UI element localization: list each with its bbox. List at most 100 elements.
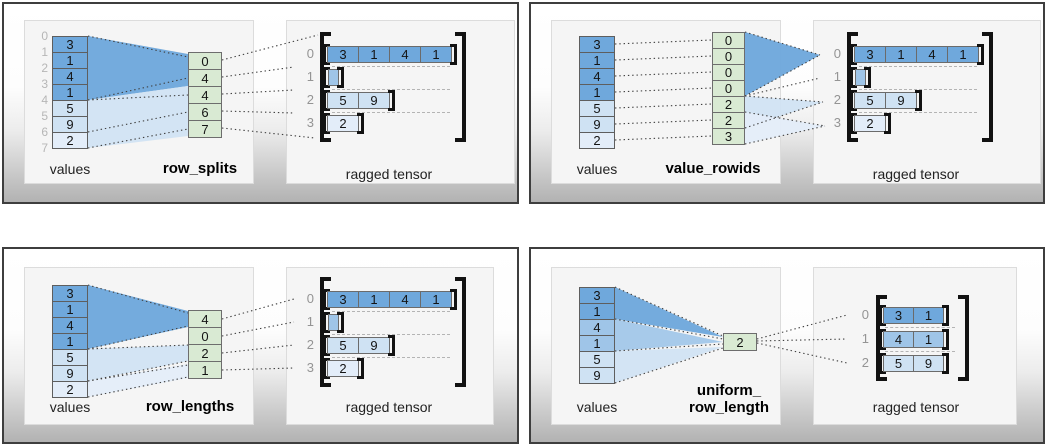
panel-row-lengths: 3 1 4 1 5 9 2 4 0 2 1 values row_lengths… — [2, 247, 519, 444]
tensor-cell: 5 — [327, 337, 359, 354]
bracket-right — [357, 113, 364, 134]
tensor-cell: 9 — [885, 92, 917, 109]
bracket-right — [357, 358, 364, 379]
bracket-right — [388, 335, 395, 356]
outer-bracket-left — [320, 277, 331, 387]
value-cell: 1 — [579, 84, 615, 101]
dotted-connectors — [614, 31, 826, 145]
row-index: 1 — [306, 69, 314, 84]
bracket-right — [388, 90, 395, 111]
fan-dark — [615, 287, 723, 337]
bracket-right — [884, 113, 891, 134]
fan-light — [88, 345, 188, 381]
param-cell: 2 — [712, 112, 745, 129]
value-index: 2 — [41, 61, 48, 75]
bracket-right — [977, 44, 984, 65]
tensor-cell: 2 — [327, 360, 359, 377]
panel-value-rowids: 3 1 4 1 5 9 2 0 0 0 0 2 2 3 values value… — [529, 2, 1045, 204]
tensor-row: 2 — [323, 358, 364, 379]
tensor-cell: 5 — [327, 92, 359, 109]
fan-light — [88, 86, 188, 148]
outer-bracket-left — [876, 295, 887, 381]
values-label: values — [576, 161, 618, 177]
tensor-cell: 5 — [883, 355, 914, 372]
param-cell: 1 — [188, 361, 222, 379]
param-cell: 0 — [712, 32, 745, 49]
value-index: 0 — [41, 29, 48, 43]
bracket-left — [879, 329, 886, 350]
bracket-right — [450, 44, 457, 65]
value-cell: 3 — [579, 36, 615, 53]
tensor-row: 2 — [850, 113, 891, 134]
value-cell: 2 — [579, 132, 615, 149]
param-cell: 0 — [712, 80, 745, 97]
panel-row-splits: 0 1 2 3 4 5 6 7 3 1 4 1 5 9 2 0 4 4 6 7 … — [2, 2, 519, 204]
row-index: 0 — [861, 307, 869, 322]
param-cell: 0 — [712, 64, 745, 81]
tensor-cell: 1 — [420, 291, 452, 308]
tensor-cell: 2 — [327, 115, 359, 132]
tensor-row: 3 1 — [879, 305, 949, 326]
bracket-left — [879, 305, 886, 326]
result-label: ragged tensor — [345, 166, 433, 182]
value-index: 5 — [41, 109, 48, 123]
tensor-cell: 9 — [358, 92, 390, 109]
row-separator — [332, 89, 450, 90]
bracket-left — [850, 113, 857, 134]
tensor-row-empty — [850, 67, 871, 88]
row-index: 3 — [306, 115, 314, 130]
tensor-cell: 9 — [913, 355, 944, 372]
value-index: 3 — [41, 77, 48, 91]
outer-bracket-right — [455, 277, 466, 387]
bracket-left — [323, 90, 330, 111]
row-index: 2 — [833, 92, 841, 107]
panel-uniform-row-length: 3 1 4 1 5 9 2 values uniform_ row_length… — [529, 247, 1045, 444]
row-separator — [885, 351, 955, 352]
row-index: 2 — [306, 337, 314, 352]
outer-bracket-right — [982, 32, 993, 142]
value-cell: 5 — [579, 351, 615, 368]
fan-dark — [745, 32, 820, 96]
result-label: ragged tensor — [872, 166, 960, 182]
bracket-right — [337, 67, 344, 88]
outer-bracket-right — [455, 32, 466, 142]
value-cell: 1 — [579, 303, 615, 320]
fan-dark — [88, 285, 188, 349]
value-cell: 5 — [52, 349, 88, 366]
tensor-cell: 3 — [854, 46, 886, 63]
fan-pale — [88, 364, 188, 397]
tensor-row: 3 1 4 1 — [323, 44, 457, 65]
tensor-cell: 2 — [854, 115, 886, 132]
value-cell: 4 — [52, 68, 88, 85]
dotted-connectors — [614, 286, 848, 384]
bracket-right — [942, 353, 949, 374]
bracket-left — [323, 44, 330, 65]
param-cell: 2 — [712, 96, 745, 113]
value-index: 4 — [41, 93, 48, 107]
values-label: values — [49, 399, 91, 415]
fan-mid — [615, 319, 723, 351]
dotted-connectors — [87, 34, 319, 149]
value-cell: 1 — [52, 301, 88, 318]
value-cell: 9 — [52, 365, 88, 382]
param-label-line2: row_length — [688, 399, 769, 416]
bracket-left — [323, 289, 330, 310]
fan-overlay — [614, 31, 826, 145]
values-label: values — [576, 399, 618, 415]
value-cell: 1 — [52, 52, 88, 69]
row-separator — [332, 357, 450, 358]
result-label: ragged tensor — [872, 399, 960, 415]
tensor-cell: 1 — [885, 46, 917, 63]
tensor-row-empty — [323, 67, 344, 88]
outer-bracket-left — [847, 32, 858, 142]
tensor-cell: 1 — [947, 46, 979, 63]
row-index: 3 — [833, 115, 841, 130]
tensor-cell: 3 — [883, 307, 914, 324]
tensor-row: 5 9 — [323, 90, 395, 111]
tensor-cell: 4 — [883, 331, 914, 348]
row-separator — [859, 112, 977, 113]
fan-overlay — [87, 34, 319, 149]
value-cell: 3 — [52, 36, 88, 53]
row-index: 0 — [306, 291, 314, 306]
tensor-row: 3 1 4 1 — [850, 44, 984, 65]
